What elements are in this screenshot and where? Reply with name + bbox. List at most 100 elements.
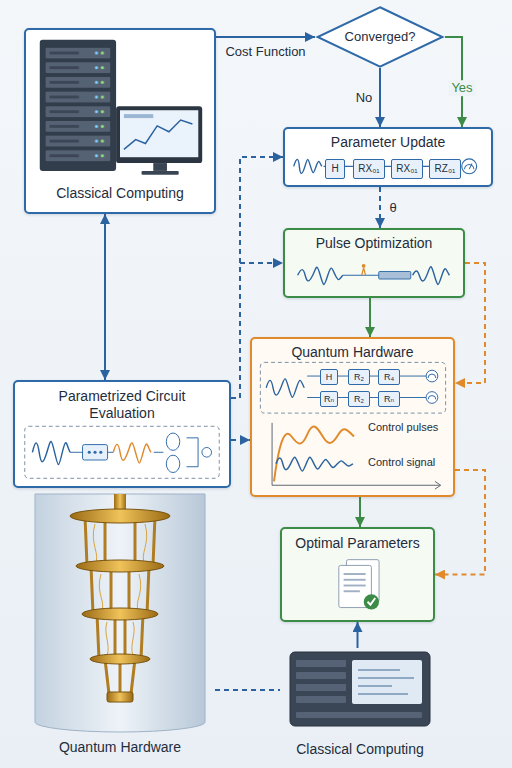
illustration-part bbox=[120, 110, 198, 157]
illustration-part bbox=[202, 447, 212, 457]
illustration-part bbox=[166, 455, 179, 472]
illustration-part bbox=[99, 451, 102, 454]
node-label: Quantum Hardware bbox=[291, 344, 413, 361]
gate-label: Rₙ bbox=[324, 394, 334, 405]
illustration-part bbox=[97, 614, 99, 659]
illustration-part bbox=[435, 481, 441, 489]
flow-arrow bbox=[359, 497, 361, 527]
illustration-part bbox=[70, 452, 83, 453]
illustration-part bbox=[82, 608, 158, 620]
illustration-part bbox=[85, 516, 155, 694]
illustration-part bbox=[116, 106, 202, 163]
illustration-part bbox=[362, 264, 366, 268]
illustration-part bbox=[276, 457, 353, 471]
gate-box: H bbox=[320, 369, 338, 385]
result-box: Optimal Parameters bbox=[280, 527, 435, 622]
illustration-part bbox=[465, 164, 474, 169]
illustration-part bbox=[124, 614, 127, 659]
illustration-part bbox=[296, 672, 346, 679]
illustration-part bbox=[114, 614, 117, 659]
illustration-part bbox=[364, 594, 379, 609]
illustration-part bbox=[124, 114, 153, 118]
flow-arrow bbox=[104, 214, 106, 380]
gate-box: R₂ bbox=[348, 369, 370, 385]
illustration-part bbox=[93, 451, 96, 454]
flow-arrow bbox=[369, 298, 371, 337]
illustration-part bbox=[362, 268, 366, 276]
flow-arrow bbox=[379, 187, 381, 228]
illustration-part bbox=[428, 374, 436, 378]
flow-arrow bbox=[445, 37, 462, 127]
illustration-part bbox=[147, 566, 149, 614]
illustration-part bbox=[344, 573, 366, 575]
illustration-part bbox=[154, 452, 164, 453]
illustration-part bbox=[40, 40, 116, 171]
illustration-part bbox=[153, 163, 167, 171]
edge-label: No bbox=[356, 90, 373, 106]
illustration-part bbox=[32, 441, 70, 464]
node-label: Classical Computing bbox=[296, 741, 424, 758]
illustration-part bbox=[272, 485, 440, 486]
hardware-illustration bbox=[252, 339, 453, 495]
gate-box: Rₙ bbox=[378, 391, 400, 407]
illustration-part bbox=[141, 614, 143, 659]
illustration-part bbox=[298, 267, 343, 284]
gate-box: R₂ bbox=[348, 391, 370, 407]
illustration-part bbox=[272, 423, 273, 485]
illustration-part bbox=[93, 524, 96, 564]
node-label: Optimal Parameters bbox=[295, 535, 419, 552]
server-illustration bbox=[26, 30, 214, 212]
gate-label: R₂ bbox=[354, 394, 364, 405]
illustration-part bbox=[294, 159, 322, 173]
illustration-part bbox=[124, 120, 192, 149]
node-label: Converged? bbox=[345, 29, 416, 45]
illustration-part bbox=[93, 524, 146, 656]
diamond-shape bbox=[318, 7, 443, 67]
gate-box: RX₀₁ bbox=[391, 159, 423, 179]
illustration-part bbox=[90, 654, 150, 664]
gate-label: RZ₀₁ bbox=[435, 163, 456, 175]
cryostat-figure: Quantum Hardware bbox=[25, 494, 215, 762]
illustration-part bbox=[113, 443, 151, 463]
illustration-part bbox=[83, 445, 108, 460]
illustration-part bbox=[25, 426, 220, 478]
illustration-part bbox=[35, 494, 205, 732]
illustration-part bbox=[358, 685, 392, 687]
illustration-part bbox=[290, 652, 430, 726]
illustration-part bbox=[131, 659, 135, 694]
gate-label: H bbox=[331, 163, 338, 175]
illustration-part bbox=[343, 275, 379, 276]
illustration-part bbox=[428, 396, 436, 400]
illustration-part bbox=[358, 669, 400, 671]
gate-label: R₂ bbox=[354, 372, 364, 383]
node-label: Parameter Update bbox=[331, 134, 445, 151]
illustration-part bbox=[46, 48, 111, 165]
illustration-part bbox=[469, 164, 472, 170]
illustration-part bbox=[76, 560, 164, 572]
illustration-part bbox=[344, 590, 360, 592]
illustration-part bbox=[137, 574, 140, 612]
gate-box: RX₀₁ bbox=[353, 159, 385, 179]
illustration-part bbox=[106, 622, 108, 656]
flow-arrow bbox=[231, 439, 250, 441]
flow-arrow bbox=[216, 36, 315, 38]
gate-label: RX₀₁ bbox=[358, 163, 379, 175]
decision-diamond: Converged? bbox=[315, 6, 445, 68]
illustration-part bbox=[108, 452, 114, 453]
illustration-part bbox=[99, 574, 102, 612]
illustration-part bbox=[107, 692, 133, 702]
process-box: Parameter UpdateH RX₀₁ RX₀₁ RZ₀₁ bbox=[283, 127, 493, 187]
node-label: Classical Computing bbox=[56, 185, 184, 202]
illustration-part bbox=[110, 566, 113, 614]
illustration-part bbox=[70, 509, 170, 523]
illustration-part bbox=[358, 677, 414, 679]
hardware-panel: Quantum HardwareHR₂R₄RₙR₂Rₙ bbox=[250, 337, 455, 497]
illustration-part bbox=[132, 622, 134, 656]
illustration-part bbox=[274, 427, 354, 482]
illustration-part bbox=[358, 693, 408, 695]
illustration-part bbox=[104, 516, 107, 566]
illustration-part bbox=[296, 660, 346, 667]
computer-figure: Classical Computing bbox=[280, 648, 440, 762]
illustration-part bbox=[296, 696, 346, 703]
illustration-part bbox=[344, 585, 366, 587]
